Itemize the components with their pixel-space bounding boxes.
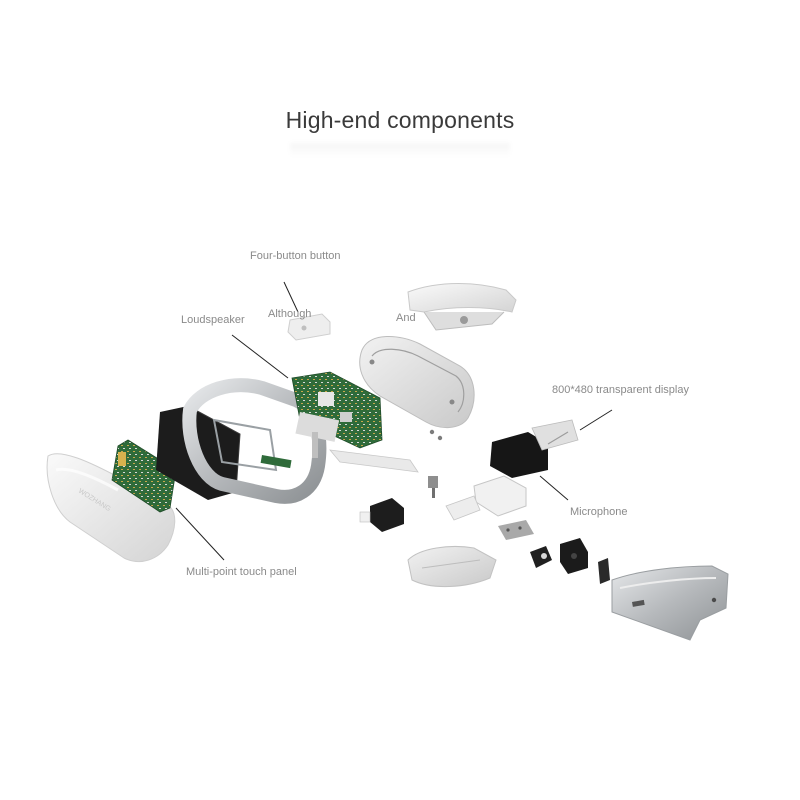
front-cover-shell: WOZHANG <box>46 453 176 562</box>
label-and: And <box>396 312 416 324</box>
leader-lines <box>175 281 613 561</box>
label-display: 800*480 transparent display <box>552 384 689 396</box>
title-reflection <box>290 143 510 157</box>
rear-oval-shell <box>359 335 475 441</box>
four-button-part <box>287 313 331 341</box>
microphone-bracket <box>445 475 527 521</box>
label-loudspeaker: Loudspeaker <box>181 314 245 326</box>
main-pcb <box>291 371 383 458</box>
display-module <box>490 419 579 478</box>
touch-panel-pcb <box>111 439 177 513</box>
top-cap <box>407 283 517 331</box>
label-four-button: Four-button button <box>250 250 341 262</box>
metal-frame <box>182 378 327 504</box>
page-title: High-end components <box>285 107 515 133</box>
right-end-cap <box>611 565 729 641</box>
black-cube-left <box>359 498 404 532</box>
flex-cable <box>329 449 419 473</box>
label-touch-panel: Multi-point touch panel <box>186 566 297 578</box>
screw-set <box>428 476 438 498</box>
camera-module <box>530 538 610 584</box>
bottom-tray <box>407 546 497 587</box>
sensor-plate <box>498 520 534 540</box>
label-although: Although <box>268 308 312 320</box>
label-microphone: Microphone <box>570 506 628 518</box>
